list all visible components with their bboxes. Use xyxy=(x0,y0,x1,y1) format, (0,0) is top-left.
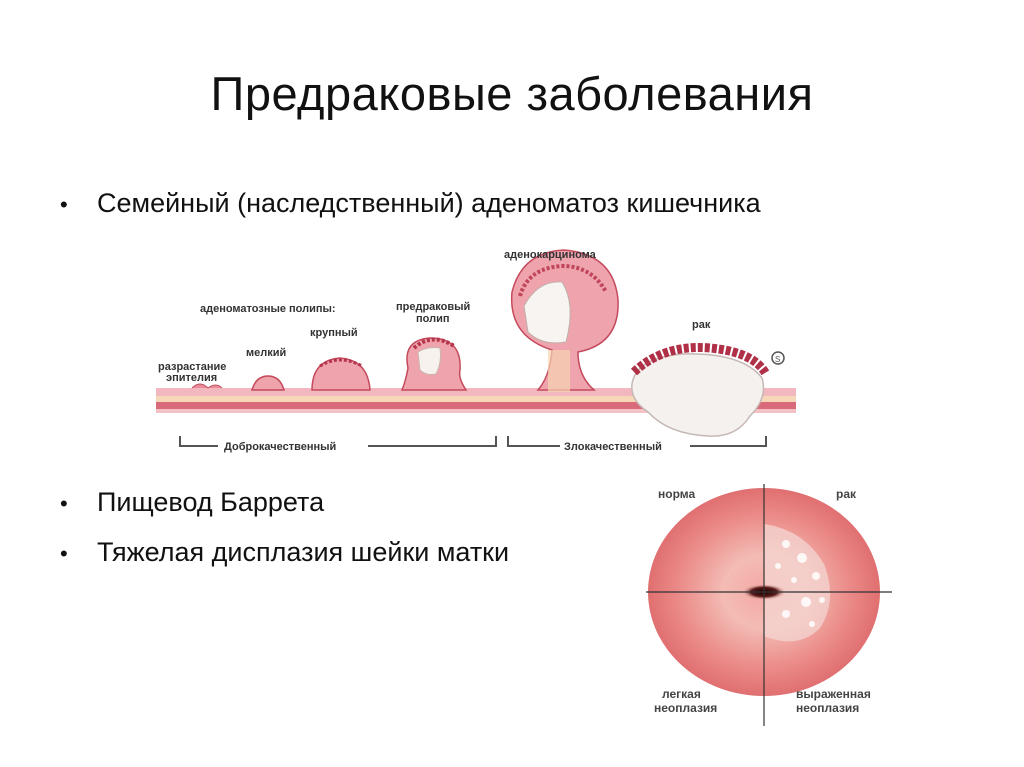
wall-mucosa xyxy=(156,388,796,396)
label-severe-line1: выраженная xyxy=(796,687,871,701)
intestine-polyp-diagram: S аденокарцинома аденоматозные полипы: п… xyxy=(156,249,796,453)
label-severe-line2: неоплазия xyxy=(796,701,859,715)
bullet-text: Пищевод Баррета xyxy=(97,487,325,517)
label-benign: Доброкачественный xyxy=(224,441,336,453)
invasive-cancer xyxy=(631,353,765,437)
label-mild-line1: легкая xyxy=(662,687,701,701)
precancerous-polyp-core xyxy=(417,347,441,375)
copyright-letter: S xyxy=(775,355,780,364)
epithelial-growth xyxy=(191,383,223,389)
label-adenomatous-polyps: аденоматозные полипы: xyxy=(200,303,336,315)
label-epithelium-line2: эпителия xyxy=(166,372,217,384)
neoplasia-region xyxy=(764,524,831,642)
slide-title: Предраковые заболевания xyxy=(210,67,814,120)
adenocarcinoma-surface xyxy=(518,263,608,297)
precancerous-polyp-surface xyxy=(412,337,456,350)
bullet-dot: • xyxy=(60,192,68,217)
bullet-dot: • xyxy=(60,541,68,566)
cervix-diagram: норма рак легкая неоплазия выраженная не… xyxy=(646,484,892,726)
bullet-text: Семейный (наследственный) аденоматоз киш… xyxy=(97,188,761,218)
label-precancerous-polyp-line2: полип xyxy=(416,313,449,325)
large-polyp xyxy=(311,357,371,391)
benign-label-bg xyxy=(218,440,368,452)
bullet-item-adenomatosis: • Семейный (наследственный) аденоматоз к… xyxy=(60,188,761,219)
wall-submucosa xyxy=(156,396,796,402)
bullet-text: Тяжелая дисплазия шейки матки xyxy=(97,537,510,567)
label-cervix-cancer: рак xyxy=(836,487,857,501)
label-precancerous-polyp-line1: предраковый xyxy=(396,301,470,313)
copyright-mark xyxy=(771,351,785,365)
malignant-label-bg xyxy=(560,440,690,452)
adenocarcinoma-core xyxy=(523,281,571,344)
neoplasia-spots xyxy=(775,540,825,627)
adenocarcinoma-stalk xyxy=(548,350,570,392)
label-normal: норма xyxy=(658,487,695,501)
bullet-dot: • xyxy=(60,491,68,516)
large-polyp-surface xyxy=(319,358,363,368)
label-cancer: рак xyxy=(692,319,711,331)
label-adenocarcinoma: аденокарцинома xyxy=(504,249,597,261)
label-small: мелкий xyxy=(246,347,286,359)
invasive-cancer-surface xyxy=(630,343,770,377)
small-polyp xyxy=(251,375,285,391)
bullet-item-dysplasia: • Тяжелая дисплазия шейки матки xyxy=(60,537,509,568)
bullet-item-barrett: • Пищевод Баррета xyxy=(60,487,324,518)
wall-muscle xyxy=(156,402,796,409)
label-mild-line2: неоплазия xyxy=(654,701,717,715)
label-malignant: Злокачественный xyxy=(564,441,662,453)
label-epithelium-line1: разрастание xyxy=(158,361,226,373)
wall-serosa xyxy=(156,409,796,413)
label-large: крупный xyxy=(310,327,358,339)
